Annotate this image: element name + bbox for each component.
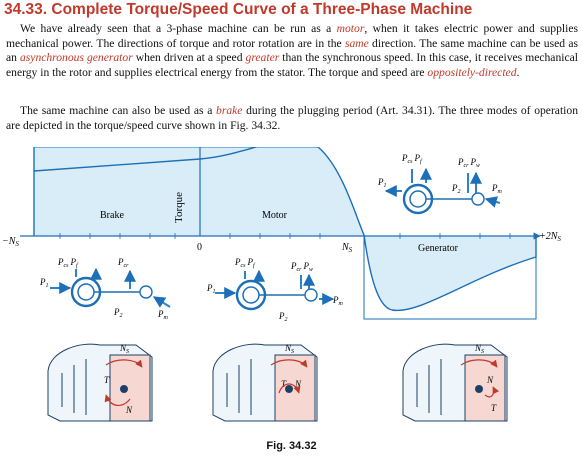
svg-text:NS: NS: [284, 343, 294, 355]
svg-text:Pm: Pm: [332, 295, 344, 307]
svg-text:P1: P1: [377, 177, 387, 189]
term-asynchronous-generator: asynchronous generator: [19, 51, 133, 64]
torque-speed-curve: [33, 147, 537, 312]
term-oppositely-directed: oppositely-directed: [427, 65, 517, 79]
term-brake: brake: [216, 104, 243, 117]
axis-label-ns: NS: [341, 242, 353, 254]
torque-axis-label: Torque: [173, 192, 185, 223]
term-same: same: [344, 36, 369, 50]
svg-text:N: N: [486, 375, 494, 385]
region-label-motor: Motor: [262, 210, 288, 221]
figure-caption: Fig. 34.32: [266, 440, 317, 452]
machine-illustration-motor: NS T N: [212, 343, 318, 422]
svg-text:P1: P1: [206, 283, 216, 295]
term-greater: greater: [245, 51, 280, 64]
axis-label-zero: 0: [197, 242, 202, 253]
svg-text:NS: NS: [119, 343, 129, 355]
section-heading: 34.33. Complete Torque/Speed Curve of a …: [4, 1, 473, 18]
machine-illustration-generator: NS N T: [402, 343, 508, 422]
region-label-generator: Generator: [418, 243, 459, 254]
svg-text:P1: P1: [39, 277, 49, 289]
svg-text:Pcr: Pcr: [117, 257, 129, 269]
svg-text:T: T: [104, 375, 110, 385]
svg-text:Pm: Pm: [491, 183, 503, 195]
svg-text:N: N: [294, 379, 302, 389]
term-motor: motor: [336, 22, 365, 35]
torque-speed-figure: −NS 0 NS +2NS Torque Brake Motor Generat…: [2, 147, 561, 422]
machine-illustration-brake: NS T N: [47, 343, 153, 422]
svg-text:T: T: [281, 379, 287, 389]
region-label-brake: Brake: [100, 210, 124, 221]
svg-text:T: T: [491, 403, 497, 413]
paragraph-brake: The same machine can also be used as a b…: [6, 104, 578, 132]
axis-label-2ns: +2NS: [539, 231, 561, 243]
paragraph-modes-intro: We have already seen that a 3-phase mach…: [6, 22, 579, 79]
svg-text:P2: P2: [451, 183, 461, 195]
svg-text:P2: P2: [278, 311, 288, 323]
svg-text:Pm: Pm: [157, 309, 169, 321]
svg-text:P2: P2: [113, 307, 123, 319]
svg-text:NS: NS: [474, 343, 484, 355]
svg-text:N: N: [125, 405, 133, 415]
axis-label-neg-ns: −NS: [2, 236, 19, 248]
